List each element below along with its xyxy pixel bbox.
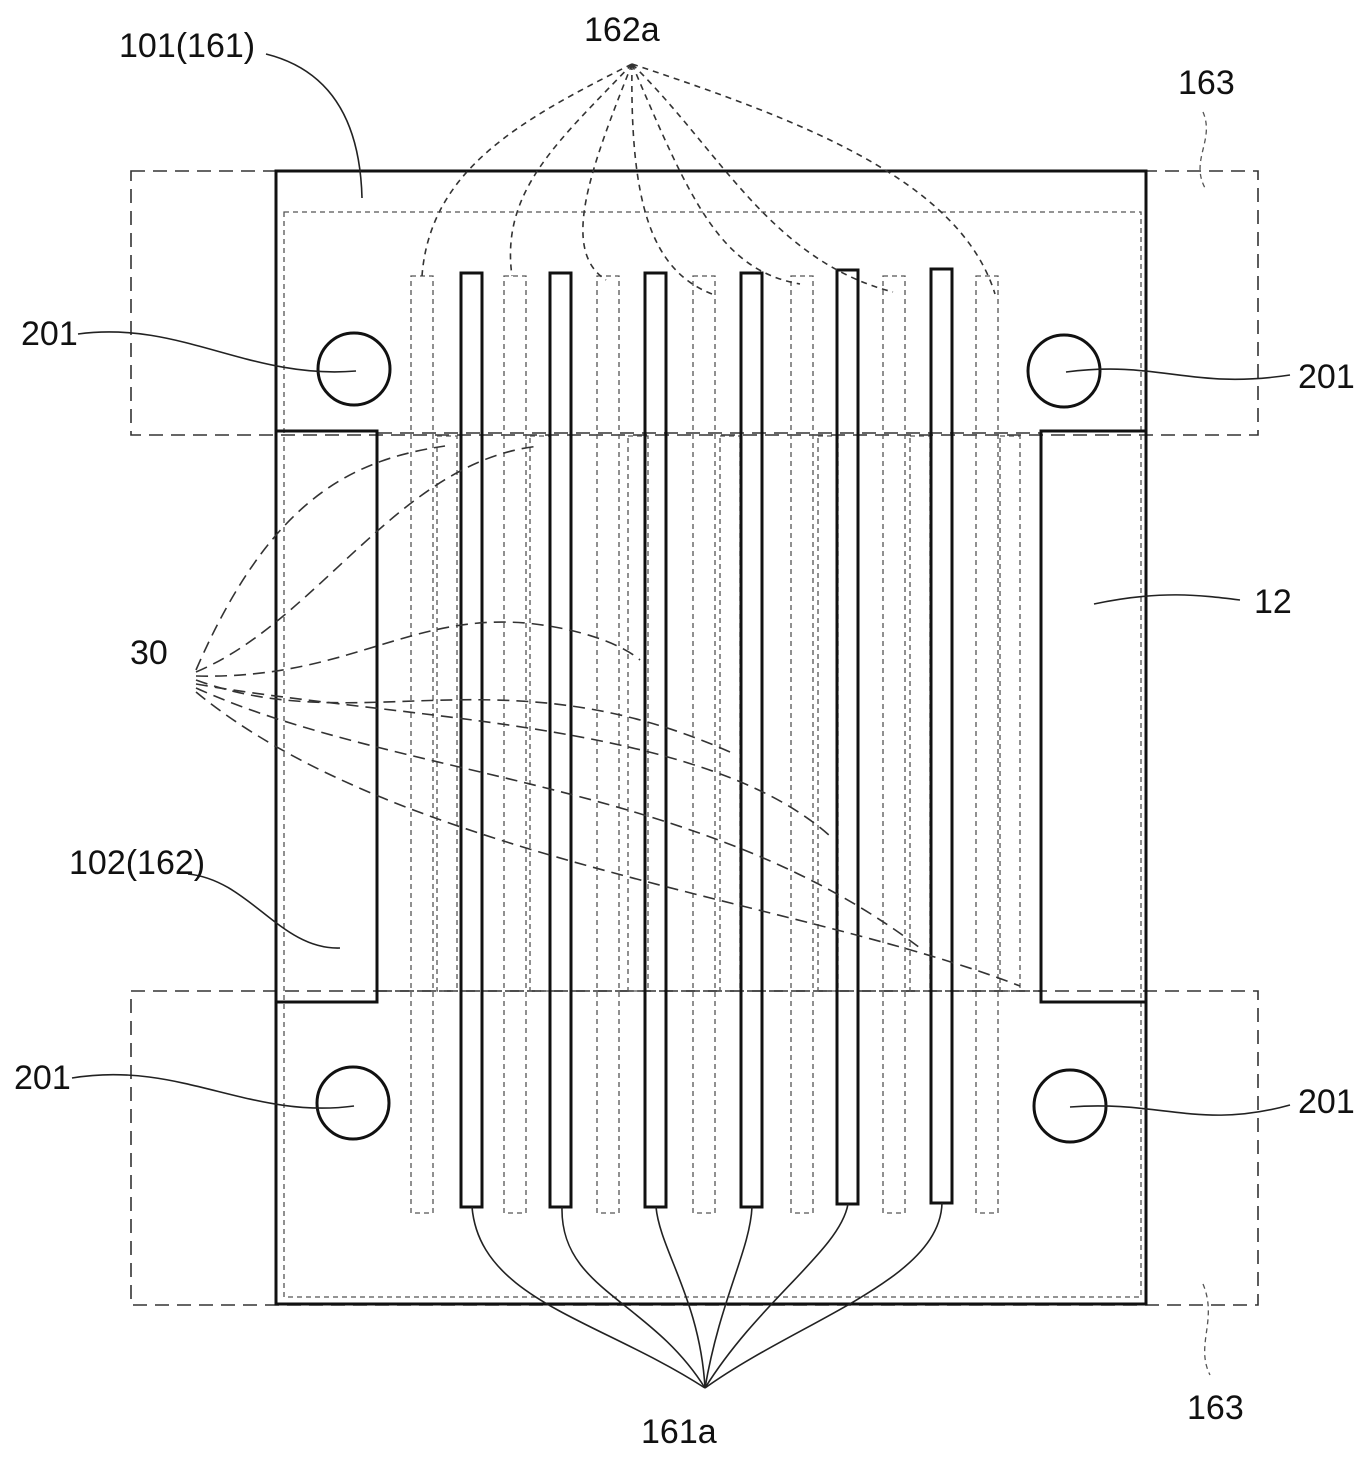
leader-line xyxy=(509,63,633,277)
leader-line xyxy=(631,63,713,295)
leader-line xyxy=(631,63,996,295)
hole-top-left xyxy=(316,331,392,407)
leader-line xyxy=(195,683,831,837)
middle-dotted-strip xyxy=(817,435,839,992)
leaders-30 xyxy=(195,445,1021,987)
label-162a: 162a xyxy=(584,11,660,49)
label-163-top: 163 xyxy=(1178,64,1235,102)
inner-dotted-border xyxy=(283,211,1142,1298)
left-block-102 xyxy=(274,429,379,1004)
middle-dotted-strip xyxy=(999,435,1021,992)
leader-201-top-left xyxy=(77,331,357,373)
leader-line xyxy=(582,63,633,281)
solid-strip xyxy=(739,271,764,1209)
right-block-12 xyxy=(1039,429,1148,1004)
leader-line xyxy=(195,679,731,753)
label-201-top-right: 201 xyxy=(1298,358,1355,396)
leader-201-bottom-right xyxy=(1069,1104,1291,1116)
dotted-strip xyxy=(410,275,434,1214)
label-201-bottom-right: 201 xyxy=(1298,1083,1355,1121)
middle-dotted-strip xyxy=(529,435,551,992)
leader-line xyxy=(421,63,633,277)
leader-line xyxy=(704,1202,943,1389)
bottom-dashed-region xyxy=(130,990,1259,1306)
hole-bottom-left xyxy=(315,1065,391,1141)
leader-101 xyxy=(265,53,363,199)
leader-12 xyxy=(1093,594,1241,605)
middle-dotted-strips xyxy=(436,435,1021,992)
leader-line xyxy=(655,1206,706,1389)
dotted-strip xyxy=(503,275,527,1214)
label-102-162: 102(162) xyxy=(69,844,205,882)
leader-line xyxy=(195,621,641,677)
leader-line xyxy=(195,445,446,671)
leader-201-top-right xyxy=(1065,368,1291,381)
label-12: 12 xyxy=(1254,583,1292,621)
solid-strip xyxy=(643,271,668,1209)
middle-dotted-strip xyxy=(909,435,931,992)
leaders-162a xyxy=(421,63,996,295)
leader-line xyxy=(704,1203,849,1389)
solid-strip xyxy=(459,271,484,1209)
leader-line xyxy=(631,63,894,293)
middle-dotted-strip xyxy=(627,435,649,992)
label-161a: 161a xyxy=(641,1413,717,1451)
hole-top-right xyxy=(1026,333,1102,409)
solid-strips-161a xyxy=(459,267,954,1209)
leader-163-top xyxy=(1199,111,1208,189)
label-163-bottom: 163 xyxy=(1187,1389,1244,1427)
label-201-bottom-left: 201 xyxy=(14,1059,71,1097)
middle-dotted-strip xyxy=(436,435,458,992)
leader-line xyxy=(704,1206,753,1389)
leader-201-bottom-left xyxy=(71,1073,355,1109)
leader-line xyxy=(195,445,541,673)
dotted-strip xyxy=(975,275,999,1214)
leader-line xyxy=(471,1206,706,1389)
label-201-top-left: 201 xyxy=(21,315,78,353)
leader-line xyxy=(195,687,921,949)
leader-line xyxy=(561,1206,706,1389)
leader-102 xyxy=(187,873,341,949)
label-30: 30 xyxy=(130,634,168,672)
dotted-strip xyxy=(692,275,716,1214)
solid-strip xyxy=(835,268,860,1206)
leader-line xyxy=(195,691,1021,987)
dotted-strip xyxy=(882,275,906,1214)
solid-strip xyxy=(929,267,954,1205)
dotted-strip xyxy=(790,275,814,1214)
solid-strip xyxy=(548,271,573,1209)
leaders-161a xyxy=(471,1202,943,1389)
main-plate xyxy=(274,169,1148,1306)
middle-dotted-strip xyxy=(719,435,741,992)
leader-163-bottom xyxy=(1202,1283,1211,1376)
label-101-161: 101(161) xyxy=(119,27,255,65)
leader-line xyxy=(631,63,801,285)
